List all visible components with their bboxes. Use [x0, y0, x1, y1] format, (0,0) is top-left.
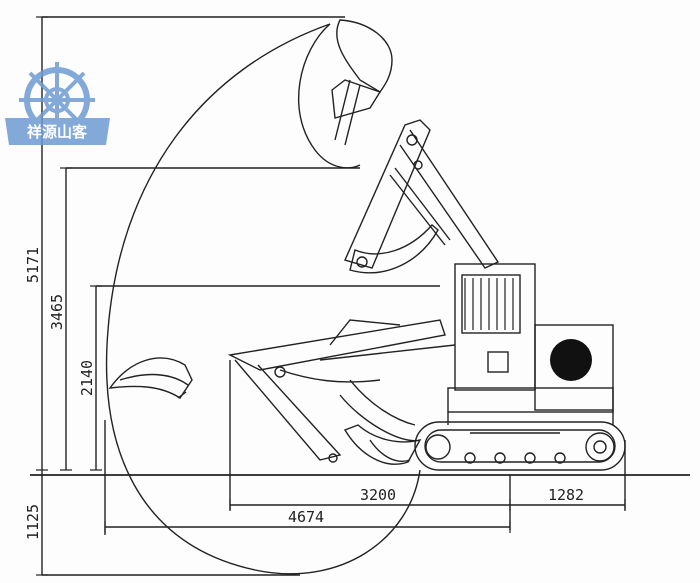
cab	[454, 263, 536, 391]
working-range-envelope	[105, 23, 421, 575]
raised-arm	[344, 119, 500, 274]
watermark-text: 祥源山客	[27, 123, 88, 141]
engine-house	[447, 324, 614, 425]
ground-bucket	[343, 424, 422, 465]
track	[414, 421, 626, 471]
watermark: 祥源山客	[5, 62, 110, 145]
max-height-label: 5171	[24, 247, 42, 283]
tail-length-label: 1282	[548, 486, 584, 504]
lower-boom	[227, 319, 456, 463]
dump-height-label: 3465	[48, 294, 66, 330]
dig-depth-label: 1125	[24, 504, 42, 540]
hinge-height-label: 2140	[78, 360, 96, 396]
ground-reach-label: 4674	[288, 508, 324, 526]
top-bucket	[331, 19, 393, 146]
far-bucket	[108, 357, 193, 399]
engine-fan-icon	[550, 339, 592, 381]
boom-reach-label: 3200	[360, 486, 396, 504]
top-arc	[297, 23, 361, 169]
